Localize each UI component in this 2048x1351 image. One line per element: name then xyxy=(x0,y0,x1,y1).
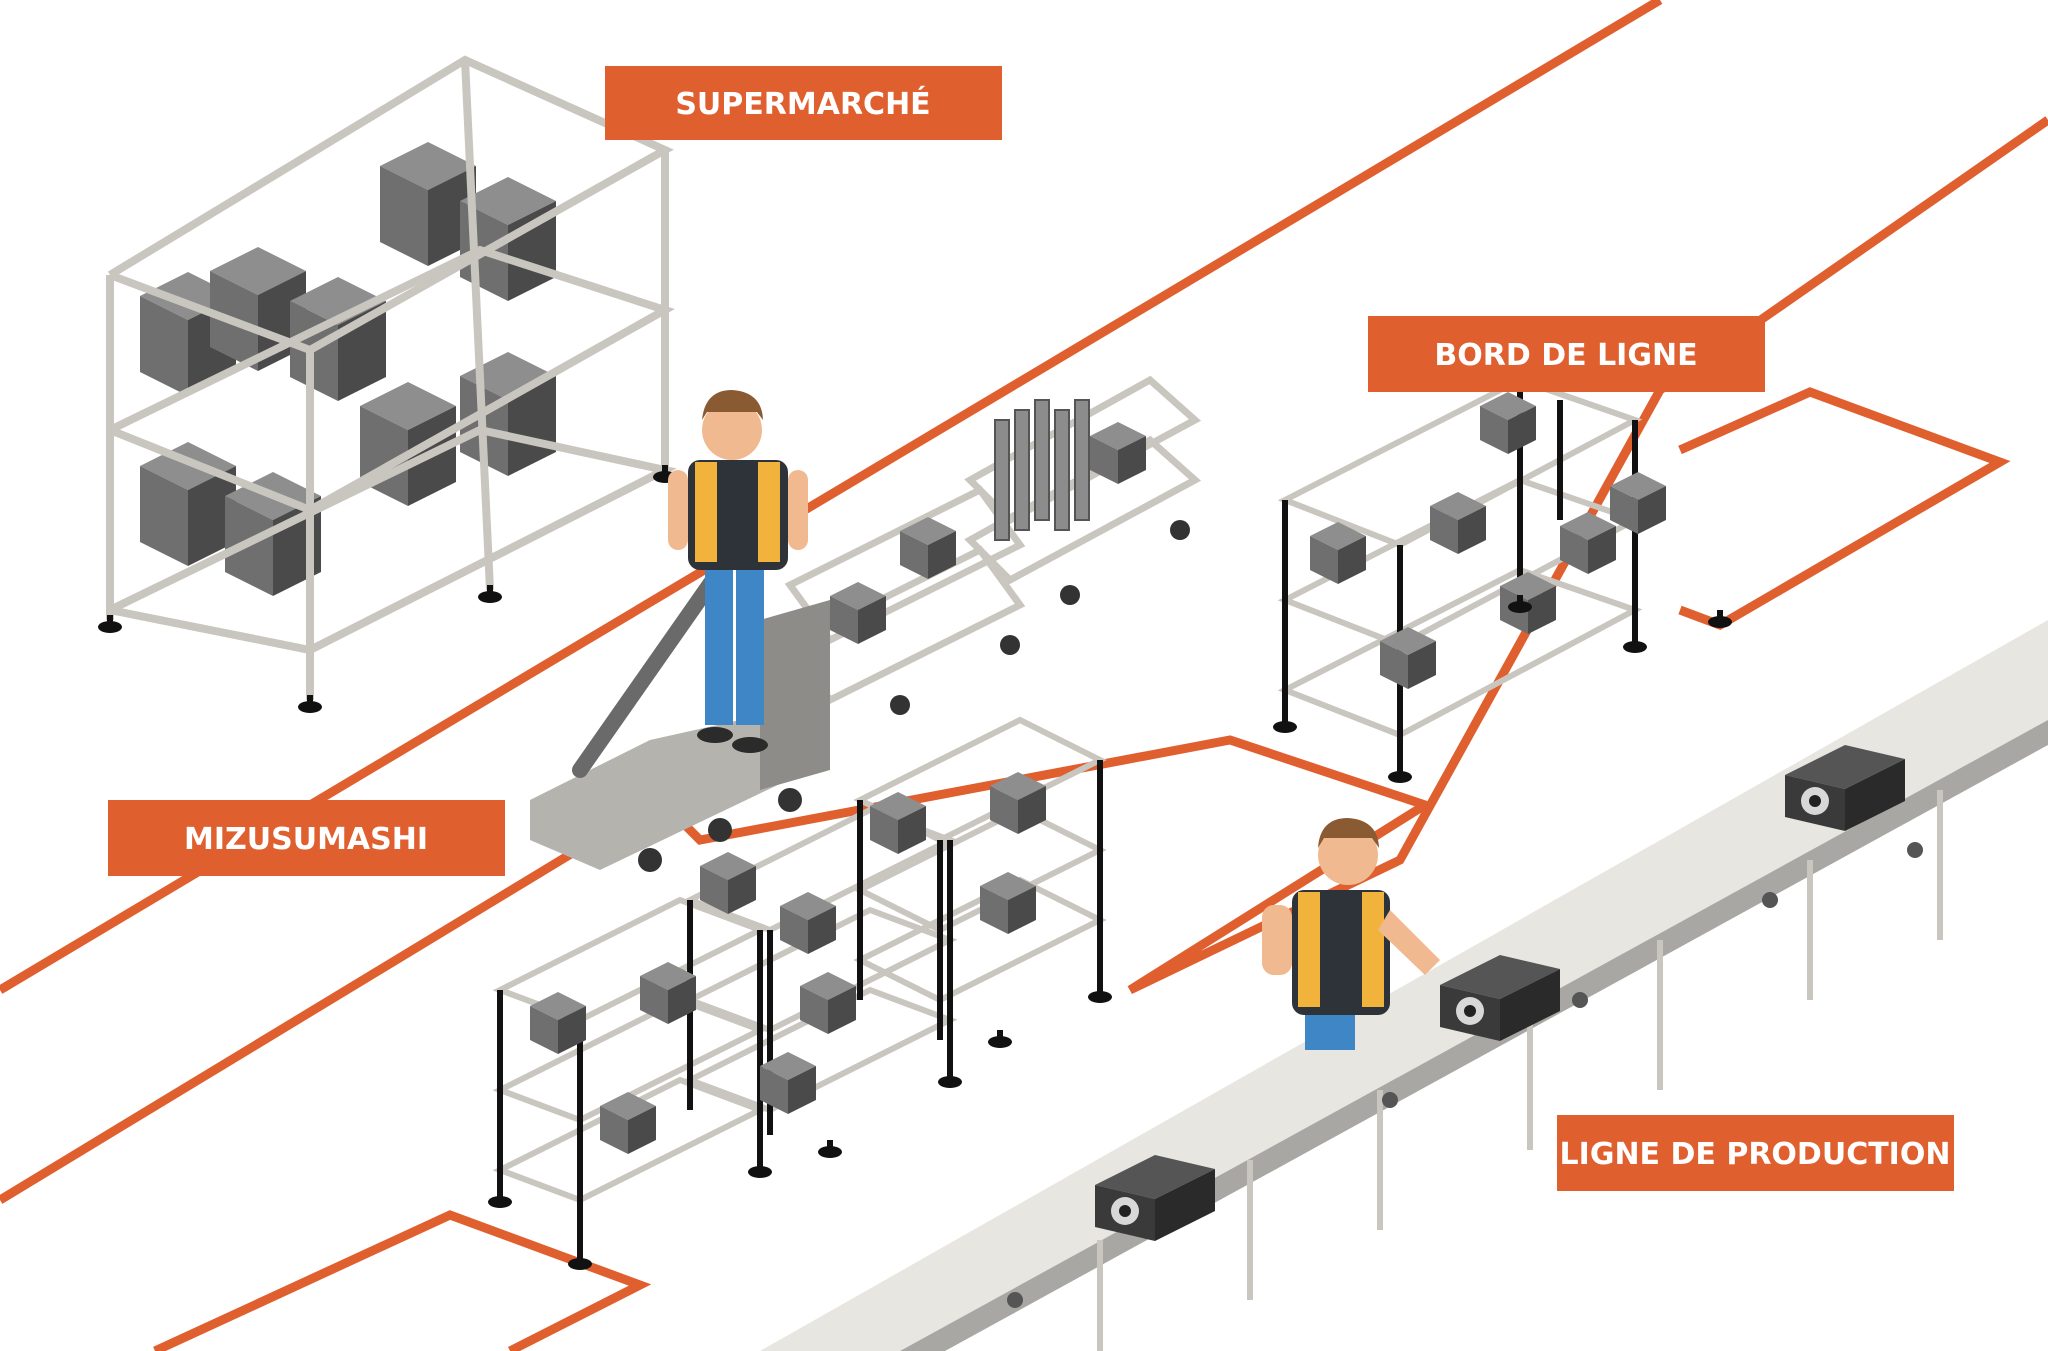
label-mizusumashi-text: MIZUSUMASHI xyxy=(184,822,428,857)
kanban-carts xyxy=(488,716,1112,1270)
label-bord-de-ligne-text: BORD DE LIGNE xyxy=(1434,338,1697,373)
worker-operator xyxy=(1262,818,1440,1050)
tractor-handle xyxy=(572,562,728,778)
floor-line-right-bay xyxy=(1678,387,2011,630)
label-supermarche-text: SUPERMARCHÉ xyxy=(675,86,930,122)
label-ligne-de-production-bg xyxy=(1557,1115,1954,1191)
worker-driver xyxy=(668,390,808,753)
label-mizusumashi: MIZUSUMASHI xyxy=(108,800,505,876)
label-supermarche-bg xyxy=(605,66,1002,140)
label-ligne-de-production: LIGNE DE PRODUCTION xyxy=(1557,1115,1954,1191)
supermarket-rack xyxy=(98,55,677,713)
label-bord-de-ligne-bg xyxy=(1368,316,1765,392)
label-supermarche: SUPERMARCHÉ xyxy=(605,66,1002,140)
floor-line-lower-bay xyxy=(153,1210,652,1351)
label-mizusumashi-bg xyxy=(108,800,505,876)
production-conveyor xyxy=(760,620,2048,1351)
lineside-rack xyxy=(1273,376,1732,783)
label-bord-de-ligne: BORD DE LIGNE xyxy=(1368,316,1765,392)
label-ligne-de-production-text: LIGNE DE PRODUCTION xyxy=(1560,1137,1951,1172)
